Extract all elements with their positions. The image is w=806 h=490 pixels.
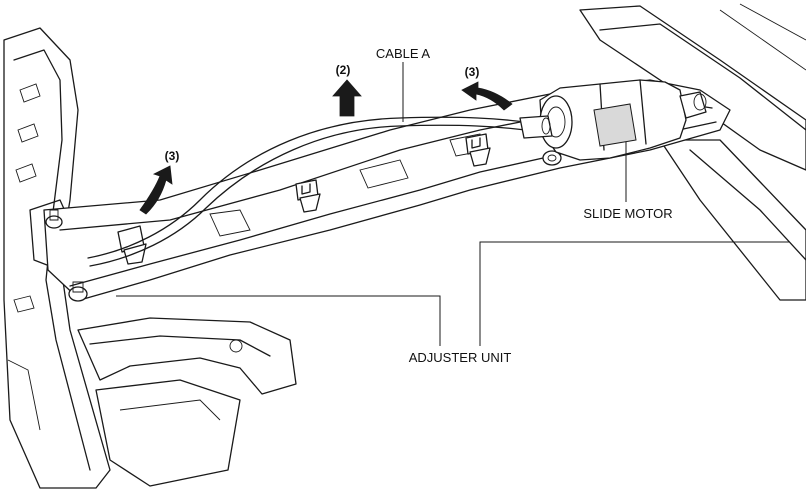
bolt-rear-left <box>68 281 88 302</box>
cable-a <box>87 115 553 267</box>
lower-cross-member <box>77 317 297 487</box>
step-mark-2: (2) <box>336 63 351 77</box>
bolt-motor-front <box>542 150 562 166</box>
label-cable-a: CABLE A <box>376 46 431 61</box>
leader-adjuster-unit-right <box>479 241 790 346</box>
harness-clip-right <box>465 133 491 167</box>
step-mark-3-right: (3) <box>465 65 480 79</box>
leader-adjuster-unit-left <box>116 295 441 346</box>
arrow-step-3-left-curved <box>139 165 173 215</box>
harness-clip-center <box>295 179 321 213</box>
slide-motor <box>539 79 707 161</box>
bolt-front-left <box>45 209 63 229</box>
label-adjuster-unit: ADJUSTER UNIT <box>409 350 512 365</box>
arrow-step-3-right-curved <box>461 81 513 111</box>
arrow-step-2-up <box>332 79 362 117</box>
label-slide-motor: SLIDE MOTOR <box>583 206 672 221</box>
step-mark-3-left: (3) <box>165 149 180 163</box>
